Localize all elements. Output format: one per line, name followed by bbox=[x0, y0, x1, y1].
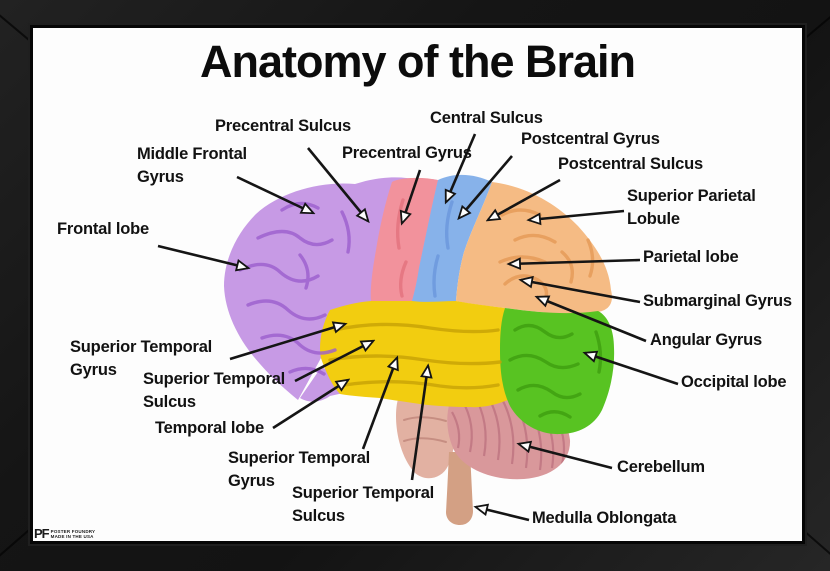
label-submarginal-gyrus: Submarginal Gyrus bbox=[643, 292, 792, 310]
label-occipital-lobe: Occipital lobe bbox=[681, 373, 787, 391]
publisher-line1: POSTER FOUNDRY bbox=[50, 528, 96, 534]
label-frontal-lobe: Frontal lobe bbox=[57, 220, 150, 238]
label-superior-temporal-sulcus-2: Superior Temporal Sulcus bbox=[292, 484, 435, 525]
frame-miter-bottom-right bbox=[797, 524, 830, 558]
label-cerebellum: Cerebellum bbox=[617, 458, 705, 476]
label-angular-gyrus: Angular Gyrus bbox=[650, 331, 763, 349]
label-precentral-sulcus: Precentral Sulcus bbox=[215, 117, 351, 135]
label-central-sulcus: Central Sulcus bbox=[430, 109, 543, 127]
label-middle-frontal-gyrus: Middle Frontal Gyrus bbox=[137, 145, 247, 186]
label-temporal-lobe: Temporal lobe bbox=[155, 419, 264, 437]
label-superior-parietal-lobule: Superior Parietal Lobule bbox=[627, 187, 756, 228]
publisher-initials: PF bbox=[34, 526, 50, 541]
page-title: Anatomy of the Brain bbox=[199, 36, 636, 87]
label-precentral-gyrus: Precentral Gyrus bbox=[342, 144, 472, 162]
label-superior-temporal-sulcus-1: Superior Temporal Sulcus bbox=[143, 370, 286, 411]
frame-miter-bottom-left bbox=[0, 524, 35, 558]
label-postcentral-sulcus: Postcentral Sulcus bbox=[558, 155, 703, 173]
label-medulla-oblongata: Medulla Oblongata bbox=[532, 509, 677, 527]
label-parietal-lobe: Parietal lobe bbox=[643, 248, 739, 266]
label-superior-temporal-gyrus-1: Superior Temporal Gyrus bbox=[70, 338, 213, 379]
label-postcentral-gyrus: Postcentral Gyrus bbox=[521, 130, 660, 148]
publisher-line2: MADE IN THE USA bbox=[50, 533, 94, 539]
frame-miter-top-right bbox=[798, 13, 830, 45]
label-superior-temporal-gyrus-2: Superior Temporal Gyrus bbox=[228, 449, 371, 490]
publisher-logo: PF POSTER FOUNDRY MADE IN THE USA bbox=[34, 526, 95, 541]
frame-miter-top-left bbox=[0, 13, 34, 45]
